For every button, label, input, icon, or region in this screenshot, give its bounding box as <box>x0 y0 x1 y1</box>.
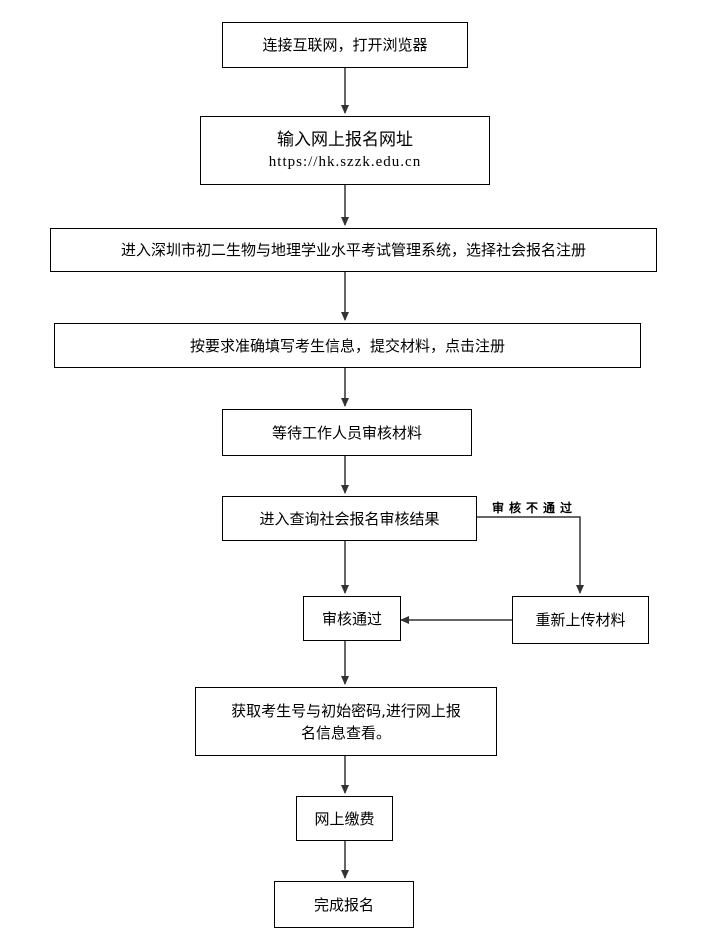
step-complete-label: 完成报名 <box>313 895 374 914</box>
step-reupload: 重新上传材料 <box>512 596 649 644</box>
step-approved: 审核通过 <box>303 596 401 641</box>
step-open-browser-label: 连接互联网，打开浏览器 <box>262 36 428 54</box>
step-check-result: 进入查询社会报名审核结果 <box>222 496 477 541</box>
step-fill-info: 按要求准确填写考生信息，提交材料，点击注册 <box>54 323 641 368</box>
step-enter-url-address: https://hk.szzk.edu.cn <box>268 153 422 170</box>
step-enter-system: 进入深圳市初二生物与地理学业水平考试管理系统，选择社会报名注册 <box>50 228 657 272</box>
step-get-credentials-line1: 获取考生号与初始密码,进行网上报 <box>231 701 461 720</box>
step-get-credentials-line2: 名信息查看。 <box>300 723 391 742</box>
step-complete: 完成报名 <box>274 881 414 928</box>
step-check-result-label: 进入查询社会报名审核结果 <box>259 509 440 528</box>
step-reupload-label: 重新上传材料 <box>535 611 626 629</box>
step-enter-system-label: 进入深圳市初二生物与地理学业水平考试管理系统，选择社会报名注册 <box>120 241 586 259</box>
step-pay-online: 网上缴费 <box>296 796 393 841</box>
reject-edge-label: 审核不通过 <box>492 501 578 515</box>
step-pay-online-label: 网上缴费 <box>314 809 375 828</box>
step-enter-url: 输入网上报名网址 https://hk.szzk.edu.cn <box>200 116 490 185</box>
step-approved-label: 审核通过 <box>321 609 382 628</box>
step-open-browser: 连接互联网，打开浏览器 <box>222 22 468 68</box>
step-get-credentials: 获取考生号与初始密码,进行网上报 名信息查看。 <box>195 687 497 756</box>
step-await-review-label: 等待工作人员审核材料 <box>271 423 422 442</box>
step-await-review: 等待工作人员审核材料 <box>222 409 472 456</box>
step-fill-info-label: 按要求准确填写考生信息，提交材料，点击注册 <box>189 336 505 355</box>
step-enter-url-title: 输入网上报名网址 <box>277 129 413 150</box>
arrow-s6-s8 <box>477 516 584 594</box>
